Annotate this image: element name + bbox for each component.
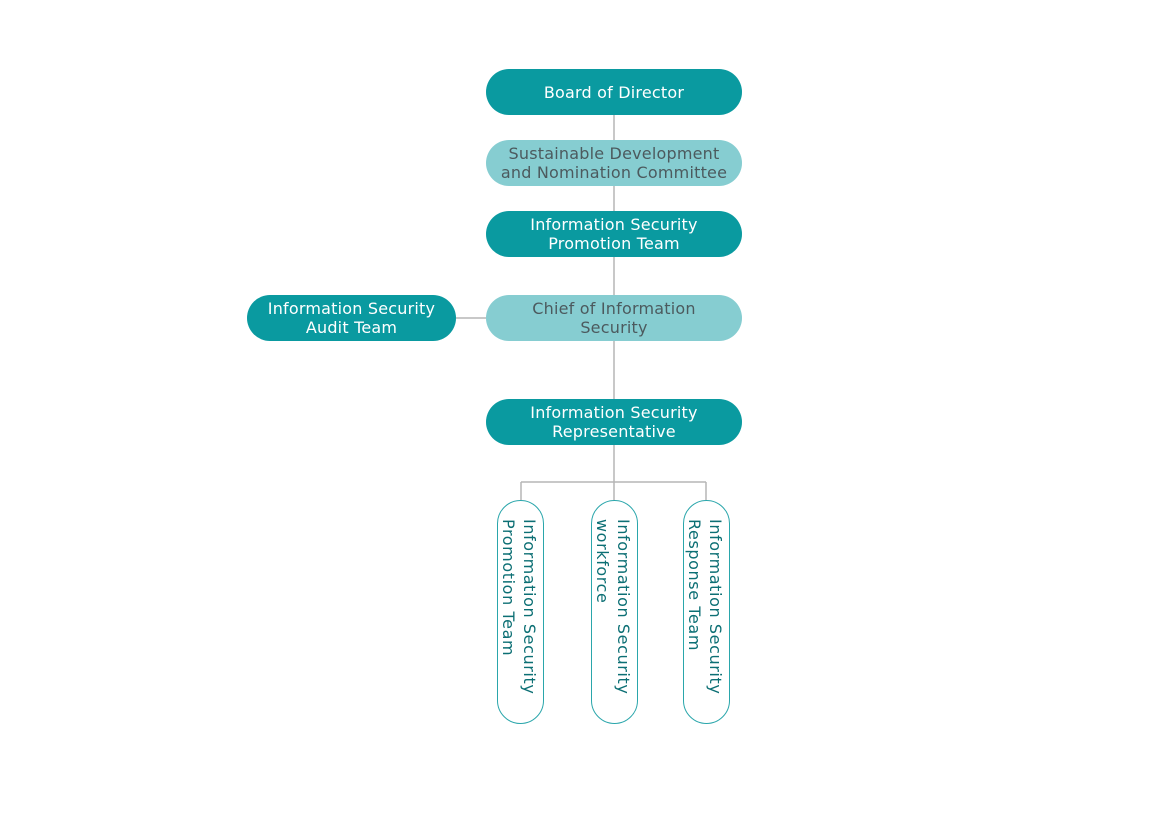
board-of-director-label: Board of Director bbox=[543, 82, 685, 102]
board-of-director-node: Board of Director bbox=[486, 69, 742, 115]
sub-unit-promotion-team-node: Information Security Promotion Team bbox=[497, 500, 544, 724]
audit-team-label: Information Security Audit Team bbox=[267, 299, 436, 337]
chief-of-information-security-node: Chief of Information Security bbox=[486, 295, 742, 341]
representative-label: Information Security Representative bbox=[530, 403, 698, 441]
sub-unit-workforce-node: Information Security workforce bbox=[591, 500, 638, 724]
promotion-team-label: Information Security Promotion Team bbox=[530, 215, 698, 253]
representative-node: Information Security Representative bbox=[486, 399, 742, 445]
sub-unit-response-team-label: Information Security Response Team bbox=[685, 519, 725, 695]
sub-unit-response-team-node: Information Security Response Team bbox=[683, 500, 730, 724]
promotion-team-node: Information Security Promotion Team bbox=[486, 211, 742, 257]
chief-label: Chief of Information Security bbox=[532, 299, 696, 337]
committee-label: Sustainable Development and Nomination C… bbox=[500, 144, 728, 182]
audit-team-node: Information Security Audit Team bbox=[247, 295, 456, 341]
sub-unit-promotion-team-label: Information Security Promotion Team bbox=[499, 519, 539, 695]
committee-node: Sustainable Development and Nomination C… bbox=[486, 140, 742, 186]
sub-unit-workforce-label: Information Security workforce bbox=[593, 519, 633, 695]
